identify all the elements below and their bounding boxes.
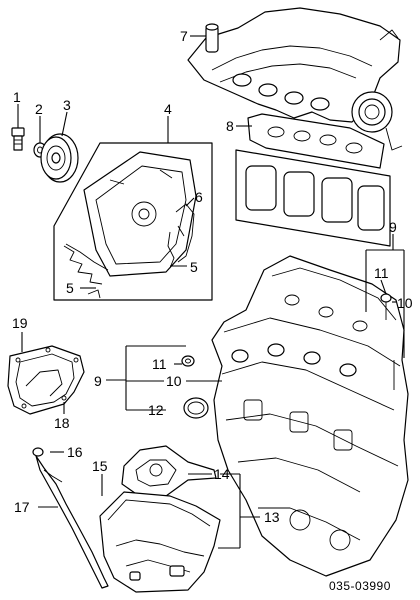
callout-12: 12 — [148, 402, 164, 418]
timing-cover-group — [53, 142, 213, 301]
seal-part-11-lower — [181, 355, 195, 367]
callout-5-right: 5 — [190, 259, 198, 275]
intake-gasket — [247, 113, 385, 169]
callout-18: 18 — [54, 415, 70, 431]
callout-3: 3 — [63, 97, 71, 113]
callout-2: 2 — [35, 101, 43, 117]
callout-13: 13 — [264, 509, 280, 525]
crankshaft-pulley-part-3 — [40, 133, 79, 183]
callout-7: 7 — [180, 28, 188, 44]
o-ring-part-12 — [183, 397, 209, 419]
callout-19: 19 — [12, 315, 28, 331]
callout-11-lower: 11 — [152, 356, 167, 372]
seal-part-11-upper — [380, 293, 392, 303]
engine-block — [211, 255, 409, 577]
callout-16: 16 — [67, 444, 83, 460]
gasket-part-5 — [63, 231, 175, 299]
oil-pan — [99, 491, 221, 593]
callout-1: 1 — [13, 89, 21, 105]
diagram-id: 035-03990 — [329, 579, 391, 593]
lower-intake-runners — [235, 149, 391, 247]
callout-9-lower: 9 — [94, 373, 102, 389]
callout-5-lower: 5 — [66, 280, 74, 296]
callout-17: 17 — [14, 499, 30, 515]
callout-4: 4 — [164, 101, 172, 117]
gasket-part-6 — [175, 203, 195, 263]
oil-pickup-assembly — [7, 345, 85, 415]
callout-6: 6 — [195, 189, 203, 205]
oil-pan-gasket — [121, 445, 217, 499]
callout-11-upper: 11 — [374, 265, 389, 281]
bolt-part-1 — [11, 127, 25, 151]
callout-9-upper: 9 — [389, 219, 397, 235]
callout-labels: 1 2 3 4 5 5 6 7 8 9 11 10 9 11 10 12 13 … — [12, 28, 413, 525]
leader-lines — [17, 35, 405, 549]
callout-10-lower: 10 — [166, 373, 182, 389]
callout-14: 14 — [214, 466, 230, 482]
intake-manifold — [187, 7, 403, 159]
oil-dipstick — [32, 447, 109, 589]
callout-10-upper: 10 — [397, 295, 413, 311]
callout-8: 8 — [226, 118, 234, 134]
callout-15: 15 — [92, 458, 108, 474]
